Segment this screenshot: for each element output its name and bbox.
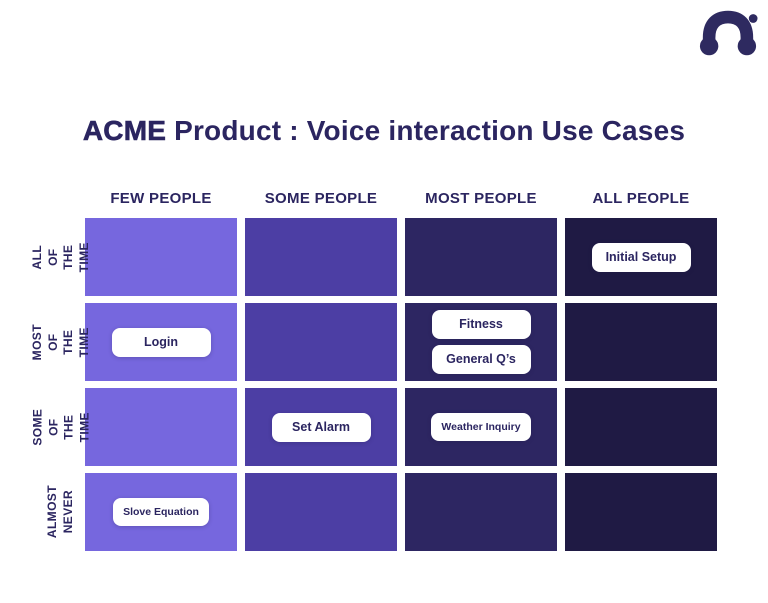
matrix-cell-r3c1 bbox=[245, 473, 397, 551]
matrix-cell-r3c3 bbox=[565, 473, 717, 551]
matrix-cell-r2c3 bbox=[565, 388, 717, 466]
row-label-1: MOST OF THE TIME bbox=[30, 303, 91, 381]
use-case-pill: Slove Equation bbox=[113, 497, 209, 527]
logo-foot-left bbox=[699, 36, 719, 56]
logo-dot bbox=[748, 14, 758, 23]
logo-foot-right bbox=[737, 36, 757, 56]
column-header-3: ALL PEOPLE bbox=[592, 190, 690, 207]
row-label-2: SOME OF THE TIME bbox=[30, 388, 91, 466]
matrix-cell-r3c2 bbox=[405, 473, 557, 551]
matrix-cell-r0c2 bbox=[405, 218, 557, 296]
row-label-0: ALL OF THE TIME bbox=[30, 218, 91, 296]
matrix-cell-r1c0: Login bbox=[85, 303, 237, 381]
row-label-3: ALMOST NEVER bbox=[45, 473, 77, 551]
page-title: ACME Product : Voice interaction Use Cas… bbox=[0, 114, 768, 147]
matrix-grid: FEW PEOPLE SOME PEOPLE MOST PEOPLE ALL PEOP… bbox=[30, 183, 717, 551]
row-label-text-3: ALMOST NEVER bbox=[45, 485, 75, 539]
use-case-pill: Fitness bbox=[431, 310, 531, 339]
row-label-text-0: ALL OF THE TIME bbox=[29, 241, 91, 273]
use-case-pill: Weather Inquiry bbox=[431, 412, 531, 442]
use-case-pill: Set Alarm bbox=[271, 412, 371, 442]
title-rest: Product : Voice interaction Use Cases bbox=[166, 114, 686, 146]
matrix-cell-r2c1: Set Alarm bbox=[245, 388, 397, 466]
use-case-pill: General Q’s bbox=[431, 345, 531, 374]
matrix-cell-r2c2: Weather Inquiry bbox=[405, 388, 557, 466]
row-label-text-1: MOST OF THE TIME bbox=[29, 323, 91, 361]
matrix-corner-spacer bbox=[45, 183, 77, 211]
use-case-pill: Login bbox=[111, 327, 211, 357]
matrix-cell-r0c3: Initial Setup bbox=[565, 218, 717, 296]
brand-logo-icon bbox=[699, 10, 758, 56]
matrix-cell-r0c1 bbox=[245, 218, 397, 296]
matrix-cell-r2c0 bbox=[85, 388, 237, 466]
matrix-cell-r3c0: Slove Equation bbox=[85, 473, 237, 551]
row-label-text-2: SOME OF THE TIME bbox=[29, 408, 91, 446]
column-header-2: MOST PEOPLE bbox=[425, 190, 537, 207]
use-case-pill: Initial Setup bbox=[591, 242, 691, 272]
title-brand: ACME bbox=[82, 114, 167, 146]
matrix-cell-r0c0 bbox=[85, 218, 237, 296]
matrix-cell-r1c3 bbox=[565, 303, 717, 381]
column-header-1: SOME PEOPLE bbox=[264, 190, 378, 207]
column-header-0: FEW PEOPLE bbox=[110, 190, 212, 207]
matrix-cell-r1c1 bbox=[245, 303, 397, 381]
logo-arch bbox=[702, 10, 754, 51]
